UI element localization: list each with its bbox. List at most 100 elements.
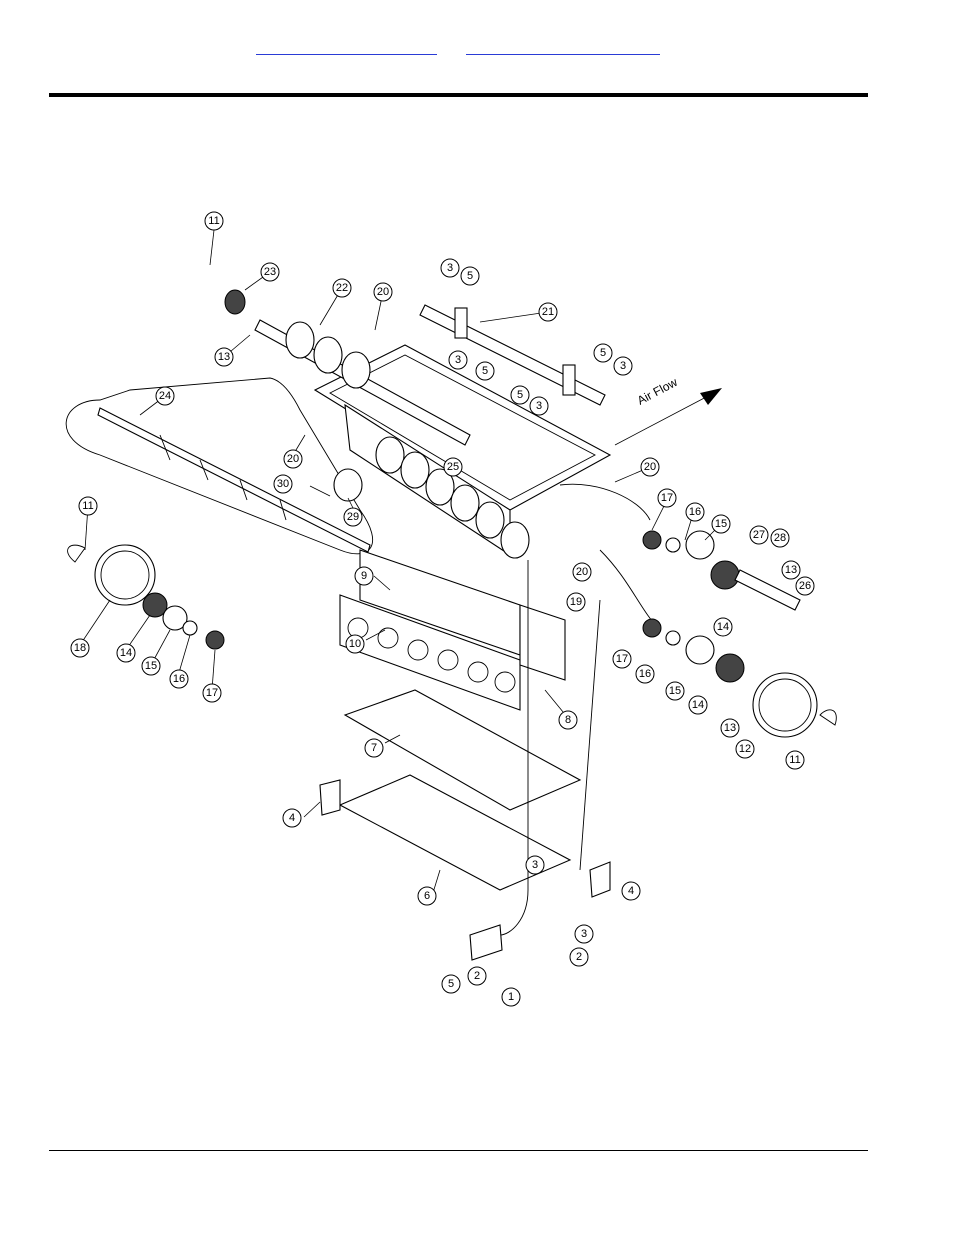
svg-text:15: 15 (669, 685, 681, 697)
callout-2-b: 2 (569, 947, 589, 967)
svg-text:21: 21 (542, 306, 554, 318)
callout-16-b: 16 (169, 669, 189, 689)
svg-text:17: 17 (616, 653, 628, 665)
svg-text:20: 20 (287, 453, 299, 465)
svg-text:6: 6 (424, 890, 430, 902)
callout-3-d: 3 (529, 396, 549, 416)
callout-9: 9 (354, 566, 374, 586)
svg-text:3: 3 (447, 262, 453, 274)
callout-20-c: 20 (640, 457, 660, 477)
svg-text:29: 29 (347, 511, 359, 523)
svg-text:17: 17 (206, 687, 218, 699)
callout-17-c: 17 (612, 649, 632, 669)
parts-exploded-diagram: Air Flow 11 23 22 20 3 5 21 5 3 13 24 3 … (65, 211, 837, 1007)
svg-text:4: 4 (289, 812, 295, 824)
svg-text:9: 9 (361, 570, 367, 582)
svg-text:3: 3 (536, 400, 542, 412)
svg-text:5: 5 (517, 389, 523, 401)
callout-23: 23 (260, 262, 280, 282)
callout-17-b: 17 (202, 683, 222, 703)
svg-text:13: 13 (218, 351, 230, 363)
callout-13-a: 13 (214, 347, 234, 367)
callout-27: 27 (749, 525, 769, 545)
svg-text:8: 8 (565, 714, 571, 726)
callout-4-b: 4 (621, 881, 641, 901)
svg-text:3: 3 (581, 928, 587, 940)
plug-29 (333, 468, 363, 502)
callout-5-d: 5 (510, 385, 530, 405)
svg-text:15: 15 (715, 518, 727, 530)
latch-right (589, 861, 611, 898)
header-rule (49, 93, 868, 97)
callout-8: 8 (558, 710, 578, 730)
svg-text:20: 20 (644, 461, 656, 473)
callout-5-c: 5 (475, 361, 495, 381)
svg-text:14: 14 (692, 699, 704, 711)
latch-left (319, 779, 341, 816)
callout-6: 6 (417, 886, 437, 906)
svg-text:12: 12 (739, 743, 751, 755)
callout-24: 24 (155, 386, 175, 406)
callout-20-d: 20 (572, 562, 592, 582)
callout-20-a: 20 (373, 282, 393, 302)
svg-text:25: 25 (447, 461, 459, 473)
svg-text:11: 11 (82, 500, 93, 512)
rod-right (579, 599, 601, 871)
svg-text:22: 22 (336, 282, 348, 294)
callout-14-c: 14 (688, 695, 708, 715)
callout-14-a: 14 (116, 643, 136, 663)
callout-21: 21 (538, 302, 558, 322)
callout-3-a: 3 (440, 258, 460, 278)
svg-text:28: 28 (774, 532, 786, 544)
callout-13-b: 13 (781, 560, 801, 580)
svg-text:3: 3 (620, 360, 626, 372)
callout-3-c: 3 (448, 350, 468, 370)
callout-2-a: 2 (467, 966, 487, 986)
callout-4-a: 4 (282, 808, 302, 828)
callout-28: 28 (770, 528, 790, 548)
callout-1: 1 (501, 987, 521, 1007)
rod-left (499, 560, 529, 936)
header-link-1[interactable] (256, 40, 437, 55)
svg-text:2: 2 (474, 970, 480, 982)
callout-15-a: 15 (711, 514, 731, 534)
svg-text:13: 13 (724, 722, 736, 734)
callout-5-b: 5 (593, 343, 613, 363)
outlet-tubes (375, 436, 530, 559)
svg-text:11: 11 (208, 215, 219, 227)
callout-30: 30 (273, 474, 293, 494)
svg-text:20: 20 (576, 566, 588, 578)
callout-26: 26 (795, 576, 815, 596)
callout-22: 22 (332, 278, 352, 298)
callout-18: 18 (70, 638, 90, 658)
callout-16-a: 16 (685, 502, 705, 522)
footer-rule (49, 1150, 868, 1151)
callout-25: 25 (443, 457, 463, 477)
callout-15-c: 15 (665, 681, 685, 701)
callout-29: 29 (343, 507, 363, 527)
callout-13-c: 13 (720, 718, 740, 738)
svg-text:1: 1 (508, 991, 514, 1003)
svg-text:5: 5 (482, 365, 488, 377)
sprocket-18 (94, 544, 156, 606)
sprocket-12 (752, 672, 818, 738)
svg-text:26: 26 (799, 580, 811, 592)
svg-text:16: 16 (173, 673, 185, 685)
latch-bottom (469, 924, 503, 961)
svg-text:17: 17 (661, 492, 673, 504)
svg-text:30: 30 (277, 478, 289, 490)
svg-text:14: 14 (120, 647, 132, 659)
callout-3-b: 3 (613, 356, 633, 376)
svg-text:16: 16 (639, 668, 651, 680)
callout-10: 10 (345, 634, 365, 654)
svg-text:5: 5 (448, 978, 454, 990)
svg-text:10: 10 (349, 638, 361, 650)
right-tube (559, 483, 651, 521)
header-link-2[interactable] (466, 40, 660, 55)
callout-5-a: 5 (460, 266, 480, 286)
svg-text:18: 18 (74, 642, 86, 654)
callout-3-f: 3 (574, 924, 594, 944)
callout-11-top: 11 (204, 211, 224, 231)
svg-text:24: 24 (159, 390, 171, 402)
callout-5-e: 5 (441, 974, 461, 994)
